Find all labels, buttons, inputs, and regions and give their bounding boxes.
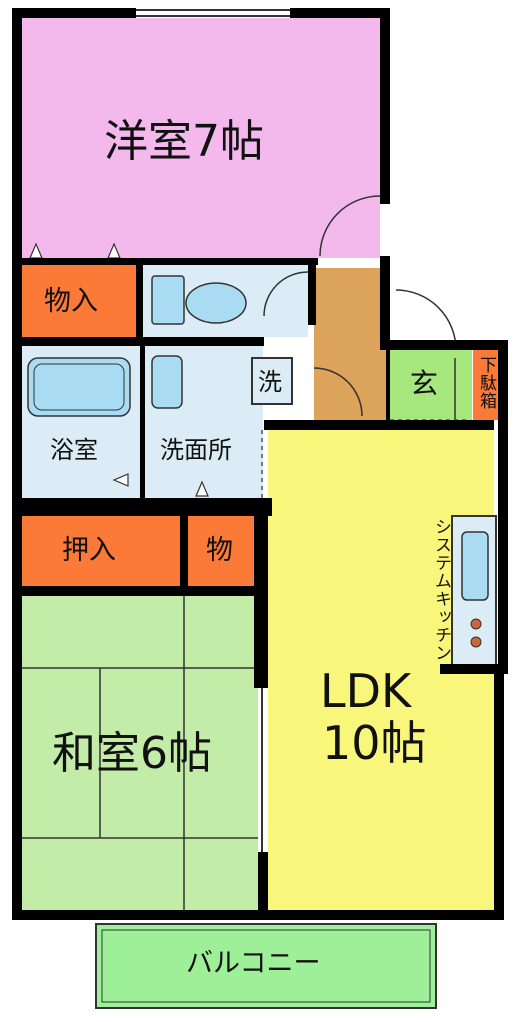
shoe-box-area (473, 350, 499, 420)
wall (254, 508, 268, 688)
entrance-area (390, 350, 472, 420)
wall (12, 498, 272, 516)
bathtub (27, 357, 131, 417)
closet-label: 押入 (62, 535, 116, 566)
bathtub-inner (33, 363, 125, 411)
ldk-label-line2: 10帖 (322, 716, 427, 770)
wall (12, 586, 268, 596)
kitchen-sink (461, 531, 489, 601)
wall (136, 265, 143, 346)
wall (388, 340, 502, 350)
washer-space (251, 357, 293, 405)
balcony-area (96, 924, 436, 1008)
balcony-rail (95, 923, 437, 1009)
western-room (22, 18, 380, 258)
washbasin (151, 355, 183, 409)
storage-top (22, 265, 136, 337)
wall (494, 664, 504, 920)
toilet-bowl (185, 282, 247, 324)
wall (180, 508, 188, 596)
wall (12, 258, 318, 265)
wall (12, 337, 264, 346)
wall (380, 256, 390, 350)
wall (380, 8, 390, 204)
wall (264, 420, 270, 430)
wall (12, 8, 136, 18)
wall (264, 420, 494, 430)
wall (140, 346, 145, 498)
tatami-lines (22, 596, 258, 910)
wall (308, 265, 316, 325)
ldk-label-line1: LDK (320, 664, 412, 718)
entrance-label: 玄 (410, 367, 439, 400)
wall (440, 664, 508, 674)
stove-burner-icon (470, 618, 482, 630)
shoe-box-label: 下駄箱 (476, 356, 496, 410)
storage-top-label: 物入 (44, 286, 98, 317)
bath-label: 浴室 (50, 436, 98, 464)
dashed-partitions (261, 419, 468, 500)
balcony-inner-rail (101, 929, 431, 1003)
wall (386, 268, 390, 420)
stove-burner-icon (470, 636, 482, 648)
western-room-label: 洋室7帖 (104, 116, 264, 167)
wall (498, 340, 508, 664)
sliding-door-marks (29, 242, 209, 497)
storage-small (188, 516, 254, 586)
washroom-label: 洗面所 (160, 436, 232, 464)
closet-area (22, 516, 180, 586)
door-swings (263, 195, 457, 420)
wall (258, 852, 268, 920)
balcony-label: バルコニー (186, 948, 321, 979)
kitchen-label: システムキッチン (431, 518, 451, 662)
japanese-room-label: 和室6帖 (52, 728, 212, 779)
hall-area (314, 268, 386, 420)
wall (12, 8, 22, 920)
storage-small-label: 物 (206, 535, 233, 566)
toilet-tank (151, 275, 185, 325)
wall (290, 8, 390, 18)
japanese-room (22, 596, 258, 910)
washer-label: 洗 (258, 368, 282, 396)
